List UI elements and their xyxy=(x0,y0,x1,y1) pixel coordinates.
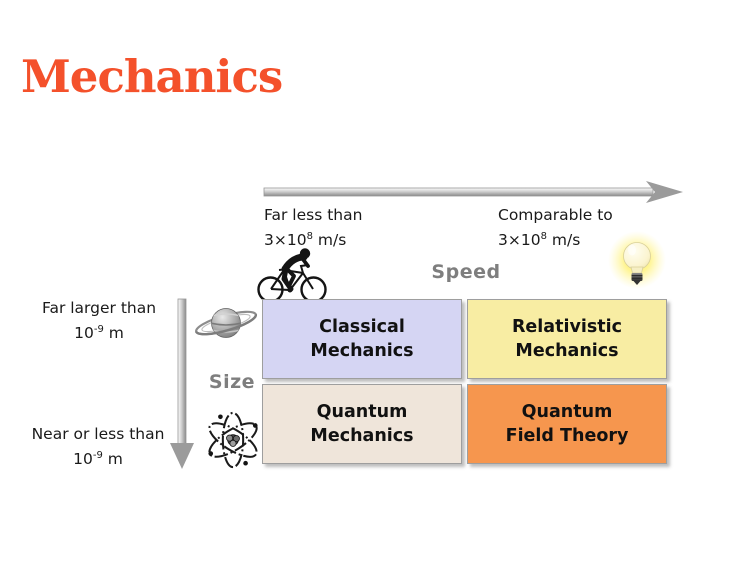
size-axis-title: Size xyxy=(208,371,256,393)
speed-high-line2: 3×108 m/s xyxy=(498,226,613,251)
size-small-line1: Near or less than xyxy=(31,425,165,443)
cell-line1: Quantum xyxy=(521,402,613,422)
down-arrow-icon xyxy=(170,298,194,469)
cell-line1: Classical xyxy=(319,317,405,337)
value-exponent: 8 xyxy=(306,231,313,242)
value-base: 3×10 xyxy=(498,231,541,249)
cell-quantum-field-theory: Quantum Field Theory xyxy=(467,384,667,464)
cell-line2: Mechanics xyxy=(310,341,414,361)
size-small-line2: 10-9 m xyxy=(16,445,180,470)
lightbulb-icon xyxy=(601,231,673,297)
speed-low-line1: Far less than xyxy=(264,206,363,224)
cell-line2: Mechanics xyxy=(310,426,414,446)
speed-low-line2: 3×108 m/s xyxy=(264,226,362,251)
page-title: Mechanics xyxy=(21,50,283,103)
cell-relativistic-mechanics: Relativistic Mechanics xyxy=(467,299,667,379)
size-small-label: Near or less than 10-9 m xyxy=(16,424,180,470)
speed-low-label: Far less than 3×108 m/s xyxy=(264,205,362,251)
right-arrow-icon xyxy=(263,181,683,203)
speed-high-line1: Comparable to xyxy=(498,206,613,224)
saturn-icon xyxy=(192,298,260,348)
cell-line2: Field Theory xyxy=(505,426,629,446)
cell-quantum-mechanics: Quantum Mechanics xyxy=(262,384,462,464)
speed-high-label: Comparable to 3×108 m/s xyxy=(498,205,613,251)
value-unit: m/s xyxy=(546,231,581,249)
value-unit: m xyxy=(103,324,124,342)
cell-line1: Relativistic xyxy=(511,317,623,337)
size-large-label: Far larger than 10-9 m xyxy=(26,298,172,344)
speed-axis-title: Speed xyxy=(431,261,501,283)
value-exponent: 8 xyxy=(540,231,547,242)
value-base: 3×10 xyxy=(264,231,307,249)
cell-relativistic-mechanics-label: Relativistic Mechanics xyxy=(512,315,622,363)
size-axis-arrow xyxy=(168,298,196,470)
cell-classical-mechanics: Classical Mechanics xyxy=(262,299,462,379)
cell-quantum-mechanics-label: Quantum Mechanics xyxy=(310,400,413,448)
size-large-line1: Far larger than xyxy=(41,299,157,317)
cell-quantum-field-theory-label: Quantum Field Theory xyxy=(506,400,629,448)
cell-line2: Mechanics xyxy=(515,341,619,361)
value-unit: m xyxy=(102,450,123,468)
speed-axis-arrow xyxy=(263,180,683,204)
bicycle-icon xyxy=(257,245,327,303)
cell-line1: Quantum xyxy=(316,402,408,422)
value-unit: m/s xyxy=(312,231,347,249)
value-exponent: -9 xyxy=(92,450,103,461)
atom-icon xyxy=(202,410,264,470)
value-base: 10 xyxy=(73,450,93,468)
value-base: 10 xyxy=(74,324,94,342)
size-large-line2: 10-9 m xyxy=(26,319,172,344)
cell-classical-mechanics-label: Classical Mechanics xyxy=(310,315,413,363)
value-exponent: -9 xyxy=(93,324,104,335)
